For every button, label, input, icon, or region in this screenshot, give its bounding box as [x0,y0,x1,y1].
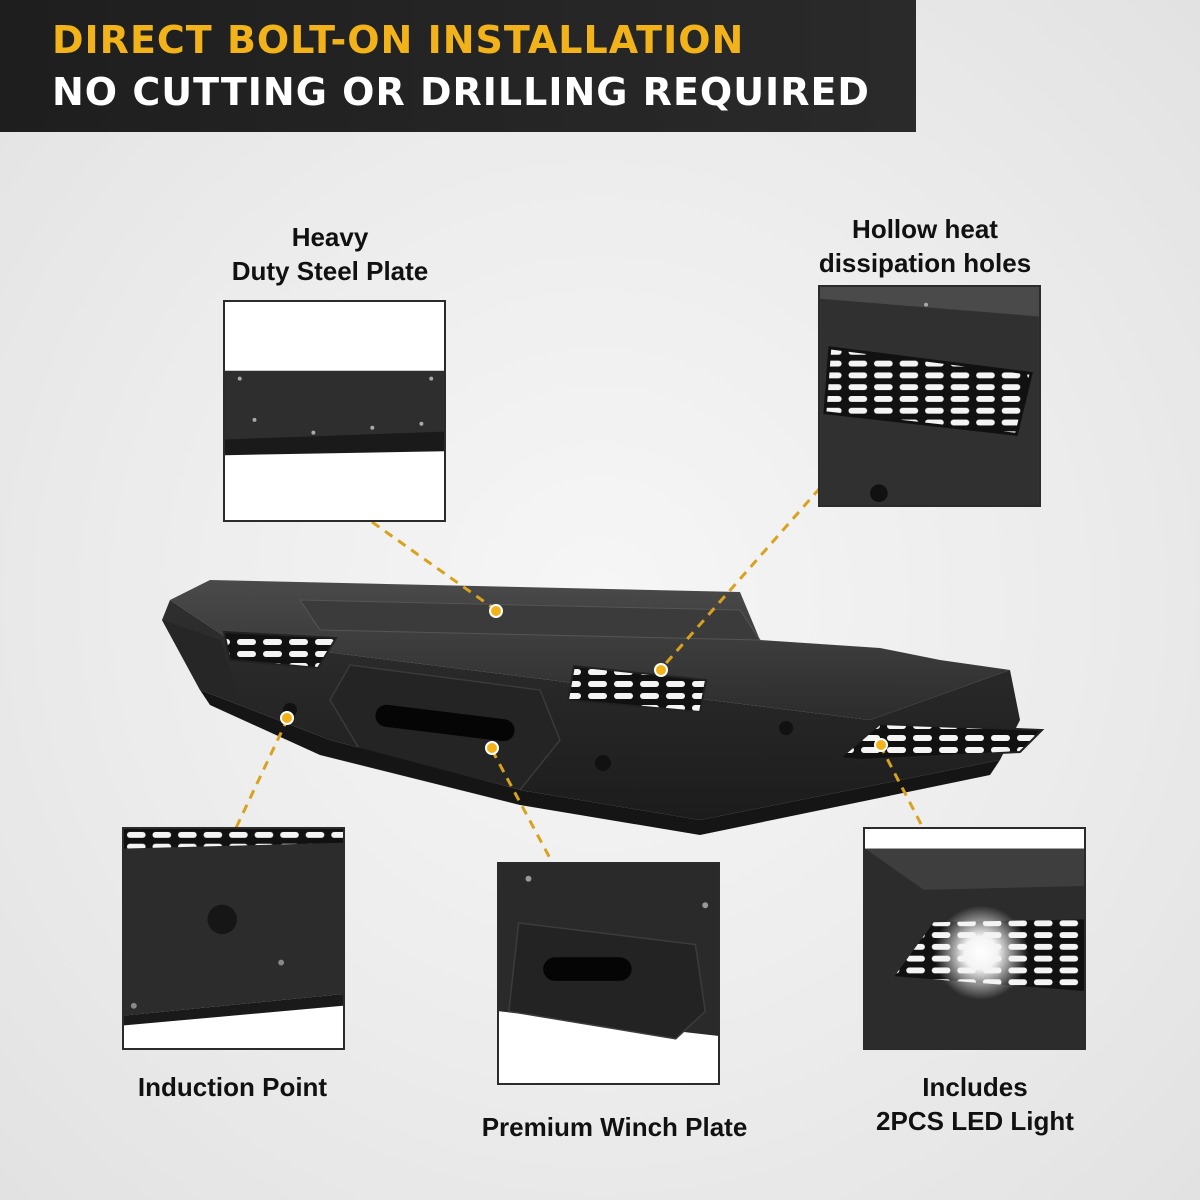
banner-subheadline: NO CUTTING OR DRILLING REQUIRED [52,70,870,114]
led-light-label-line2: 2PCS LED Light [876,1106,1074,1136]
marker-led [874,738,888,752]
winch-plate-label: Premium Winch Plate [481,1112,748,1142]
induction-point-detail-image [122,827,345,1050]
steel-plate-label-line1: Heavy [291,222,369,252]
steel-plate-label: Heavy Duty Steel Plate [220,220,440,288]
banner-headline: DIRECT BOLT-ON INSTALLATION [52,18,745,62]
winch-plate-detail-image [497,862,720,1085]
sensor-hole-center [595,755,611,771]
center-steel-plate [299,599,761,641]
bumper-front-face [162,600,1020,820]
left-mesh-grille [222,630,338,670]
headline-banner: DIRECT BOLT-ON INSTALLATION NO CUTTING O… [0,0,916,132]
marker-winch [485,741,499,755]
leader-winch [490,749,554,863]
heat-holes-detail-image [818,285,1041,507]
heat-holes-label: Hollow heat dissipation holes [800,212,1050,280]
heat-holes-label-line1: Hollow heat [852,214,998,244]
led-light-label-line1: Includes [922,1072,1028,1102]
steel-plate-detail-image [223,300,446,522]
right-mesh-grille [837,722,1045,762]
leader-heat-holes [658,487,822,671]
winch-fairlead-slot [375,704,515,742]
led-light-label: Includes 2PCS LED Light [850,1070,1100,1138]
marker-heat-holes [654,663,668,677]
heat-holes-label-line2: dissipation holes [818,248,1032,278]
led-light-detail-image [863,827,1086,1050]
marker-induction [280,711,294,725]
marker-steel-plate [489,604,503,618]
induction-point-label: Induction Point [137,1072,328,1102]
sensor-hole-right [779,721,793,735]
steel-plate-label-line2: Duty Steel Plate [231,256,429,286]
leader-induction [234,717,290,829]
